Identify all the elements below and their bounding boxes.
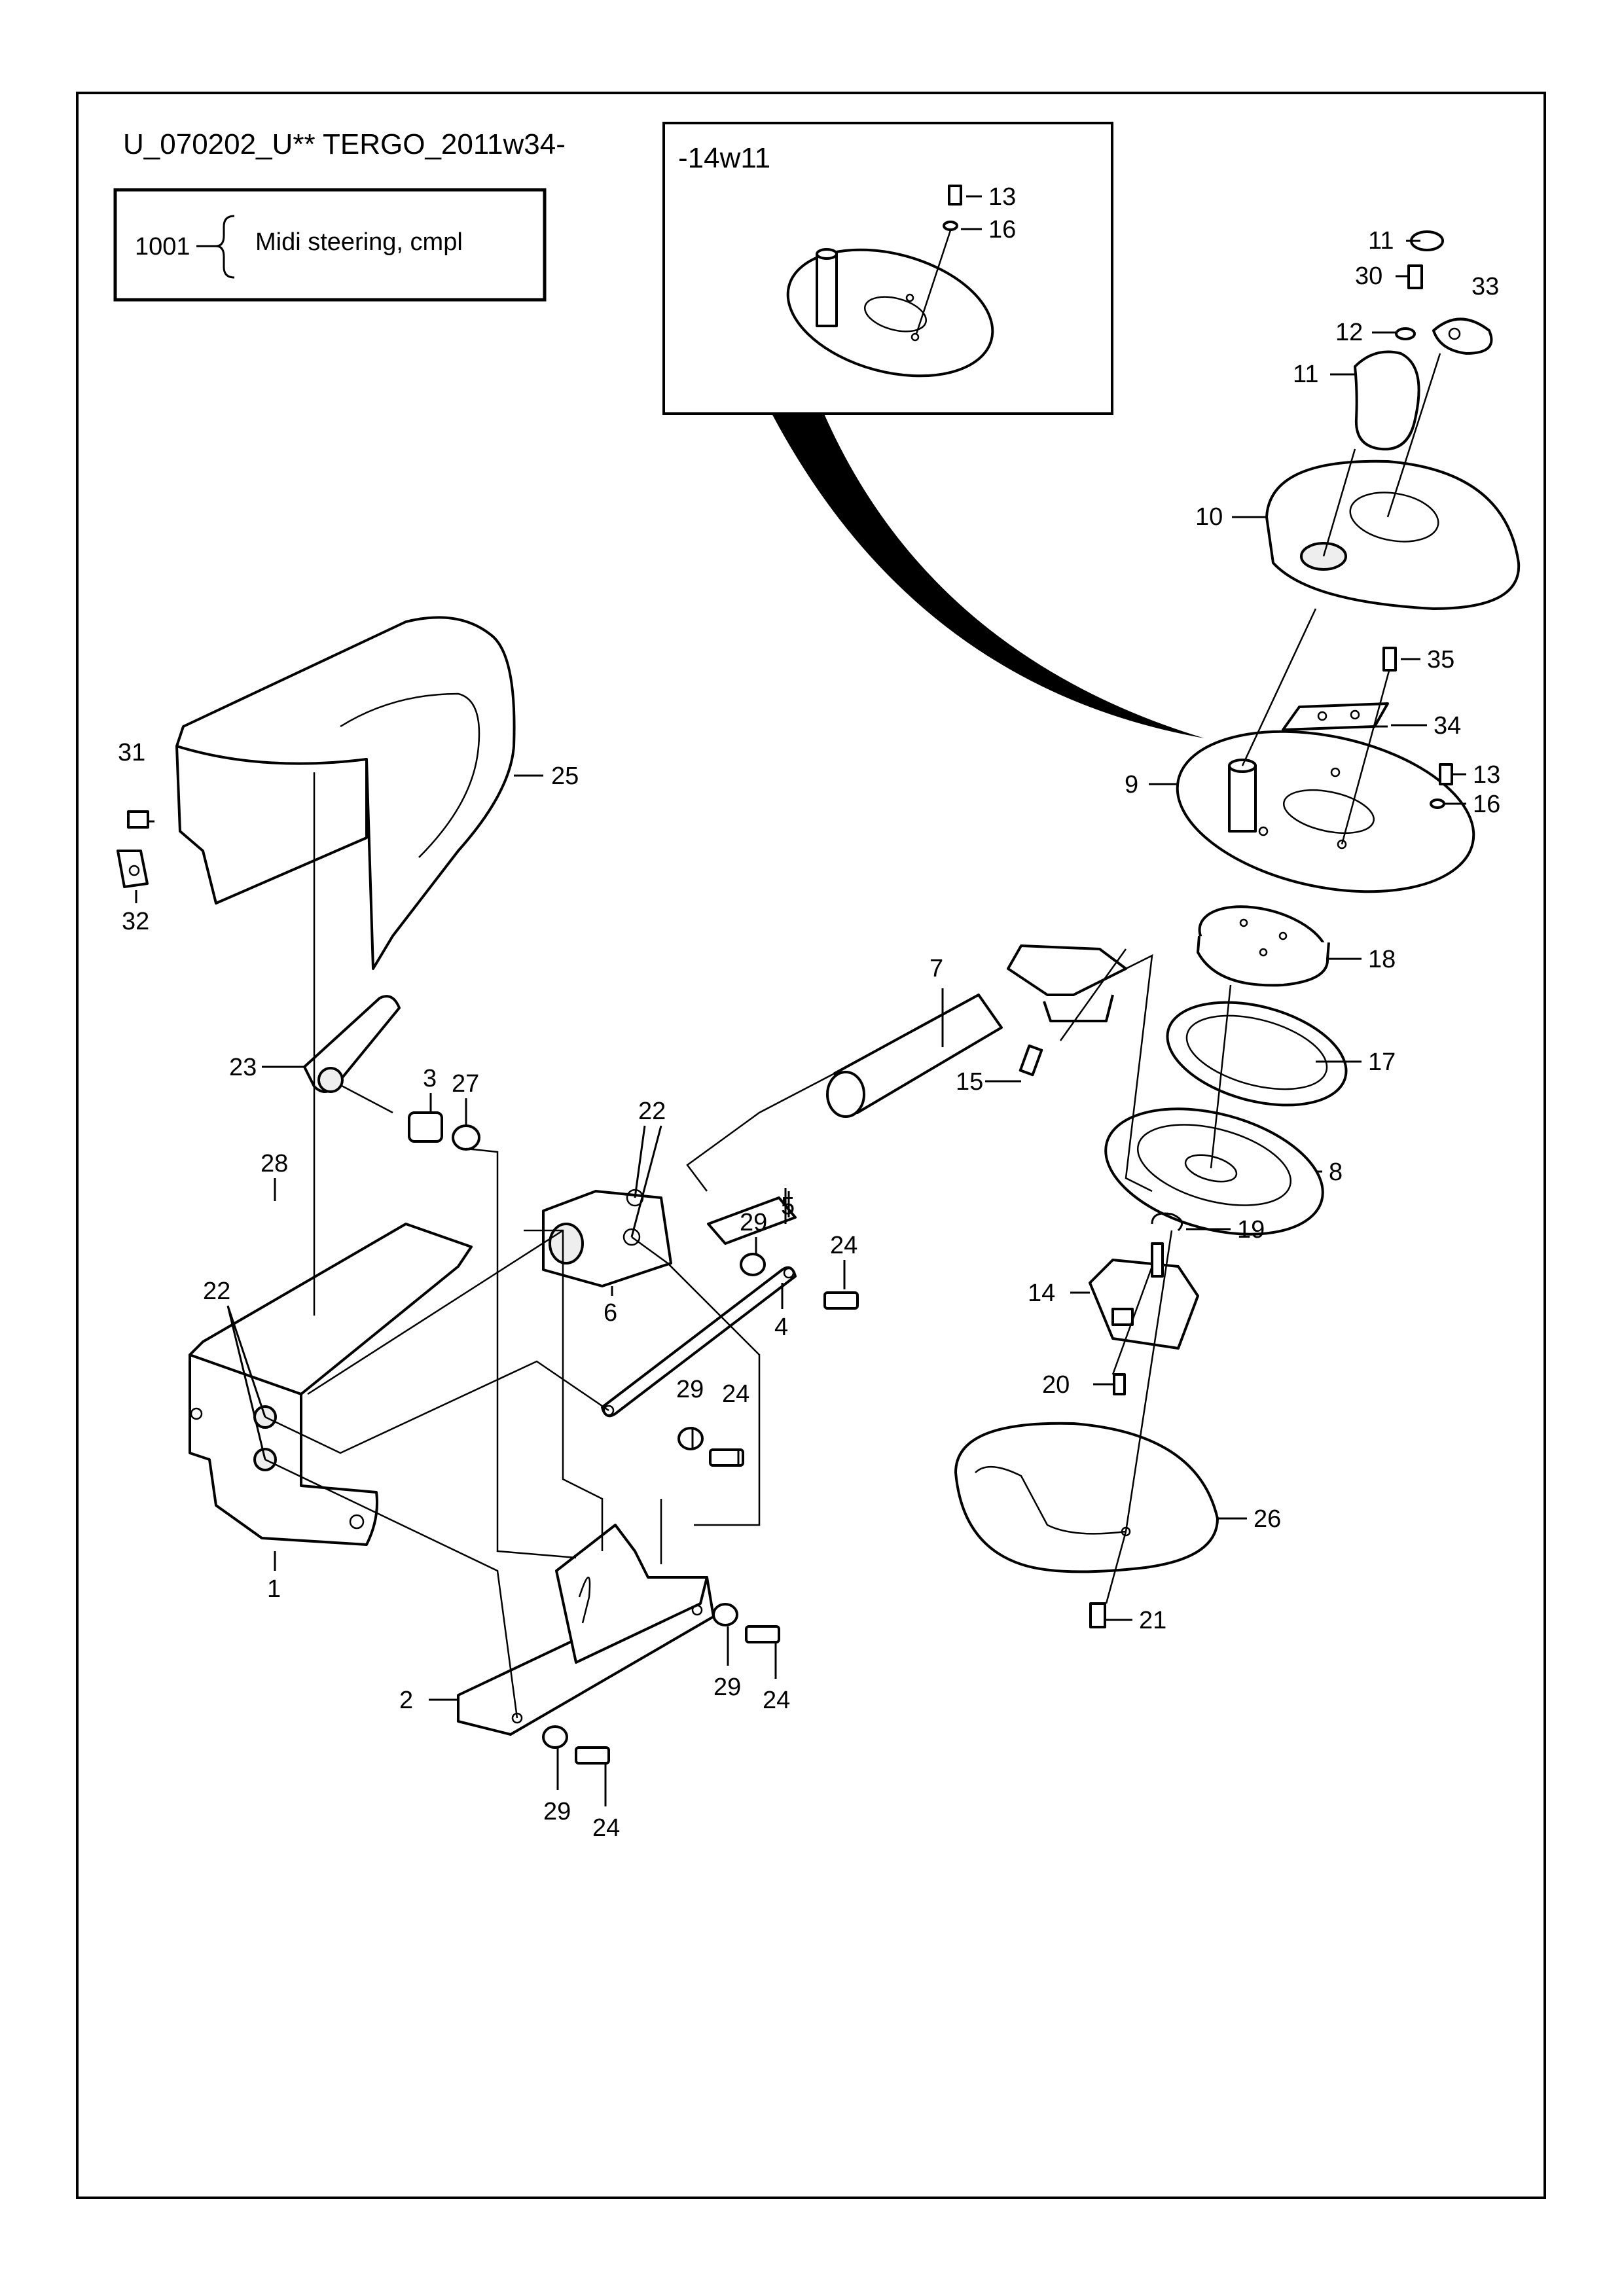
callout-20: 20 [1042,1371,1070,1399]
inset-label: -14w11 [678,142,770,174]
callout-29-top: 29 [740,1209,767,1236]
callout-4: 4 [774,1314,788,1341]
callout-26: 26 [1254,1505,1281,1533]
assembly-name: Midi steering, cmpl [255,228,463,256]
callout-24-right: 24 [763,1687,790,1714]
assembly-number: 1001 [135,233,190,260]
drawing-frame [76,92,1546,2199]
callout-7: 7 [929,955,943,982]
callout-16: 16 [1473,791,1500,818]
callout-leaders [135,240,1466,1806]
callout-18: 18 [1368,946,1396,973]
part-27-washer [452,1124,480,1151]
part-18-hub [1197,905,1330,987]
part-8-base-ring [1104,984,1324,1236]
callout-30: 30 [1355,262,1382,290]
callout-35: 35 [1427,646,1454,673]
screw-24d [575,1746,610,1765]
screw-24a [823,1291,859,1310]
callout-33: 33 [1471,273,1499,300]
part-6-block [542,1189,672,1287]
part-23-lever [303,995,401,1114]
callout-15: 15 [956,1068,983,1096]
callout-22-left: 22 [203,1278,230,1305]
part-2-bracket [457,1524,715,1736]
callout-23: 23 [229,1054,257,1081]
callout-22-top: 22 [638,1098,666,1125]
callout-11-top: 11 [1368,227,1394,255]
screw-24b [709,1448,744,1467]
callout-6: 6 [604,1299,617,1327]
callout-25: 25 [551,762,579,790]
part-7-column [826,944,1127,1118]
callout-12: 12 [1335,319,1363,346]
inset-pointer-arrow [771,412,1204,738]
callout-inset-16: 16 [988,216,1016,243]
screw-24c [745,1625,780,1643]
callout-2: 2 [399,1687,413,1714]
drawing-code: U_070202_U** TERGO_2011w34- [123,128,566,160]
callout-31: 31 [118,739,145,766]
callout-32: 32 [122,908,149,935]
callout-3: 3 [423,1065,437,1092]
part-20-screw [1113,1373,1126,1395]
callout-28: 28 [261,1150,288,1177]
part-25-cover [117,616,516,970]
callout-24-bottom: 24 [592,1814,620,1842]
callout-1: 1 [267,1575,281,1603]
callout-34: 34 [1434,712,1461,740]
part-19-clip [1151,1212,1183,1232]
part-17-ring [1166,1001,1348,1107]
inset-box: -14w11 13 16 [662,122,1113,415]
washer-29b [677,1427,704,1450]
callout-8: 8 [1329,1158,1343,1186]
part-10-cover [1265,353,1521,610]
callout-10: 10 [1195,503,1223,531]
callout-11-knob: 11 [1293,361,1318,388]
callout-inset-13: 13 [988,183,1016,211]
washer-29d [542,1725,568,1749]
callout-27: 27 [452,1070,479,1098]
callout-9: 9 [1125,771,1138,798]
part-3-bushing [408,1111,443,1143]
callout-21: 21 [1139,1607,1166,1634]
part-1-housing [189,1223,473,1546]
assembly-guide-lines [264,772,1153,1719]
callout-17: 17 [1368,1049,1396,1076]
callout-24-mid: 24 [722,1380,749,1408]
part-14-sensor [1089,1242,1199,1350]
callout-29-right: 29 [713,1674,741,1701]
callout-13: 13 [1473,761,1500,789]
part-21-screw [1089,1602,1106,1628]
washer-29c [712,1603,738,1626]
part-9-plate [1176,608,1475,893]
part-5-key [707,1196,797,1245]
assembly-box: 1001 Midi steering, cmpl [113,188,547,302]
part-26-housing [954,1230,1219,1573]
callout-19: 19 [1237,1216,1265,1244]
part-knob-assembly [1354,230,1493,451]
callout-14: 14 [1028,1280,1055,1307]
callout-29-bottom: 29 [543,1798,571,1825]
part-34-plate [1282,702,1389,731]
washer-29a [740,1253,766,1276]
callout-5: 5 [781,1193,795,1220]
callout-24-top: 24 [830,1232,857,1259]
callout-29-mid: 29 [676,1376,704,1403]
part-35-screw [1382,647,1397,672]
callout-labels: 11 30 33 12 11 10 35 34 9 13 16 31 25 32… [118,227,1500,1842]
